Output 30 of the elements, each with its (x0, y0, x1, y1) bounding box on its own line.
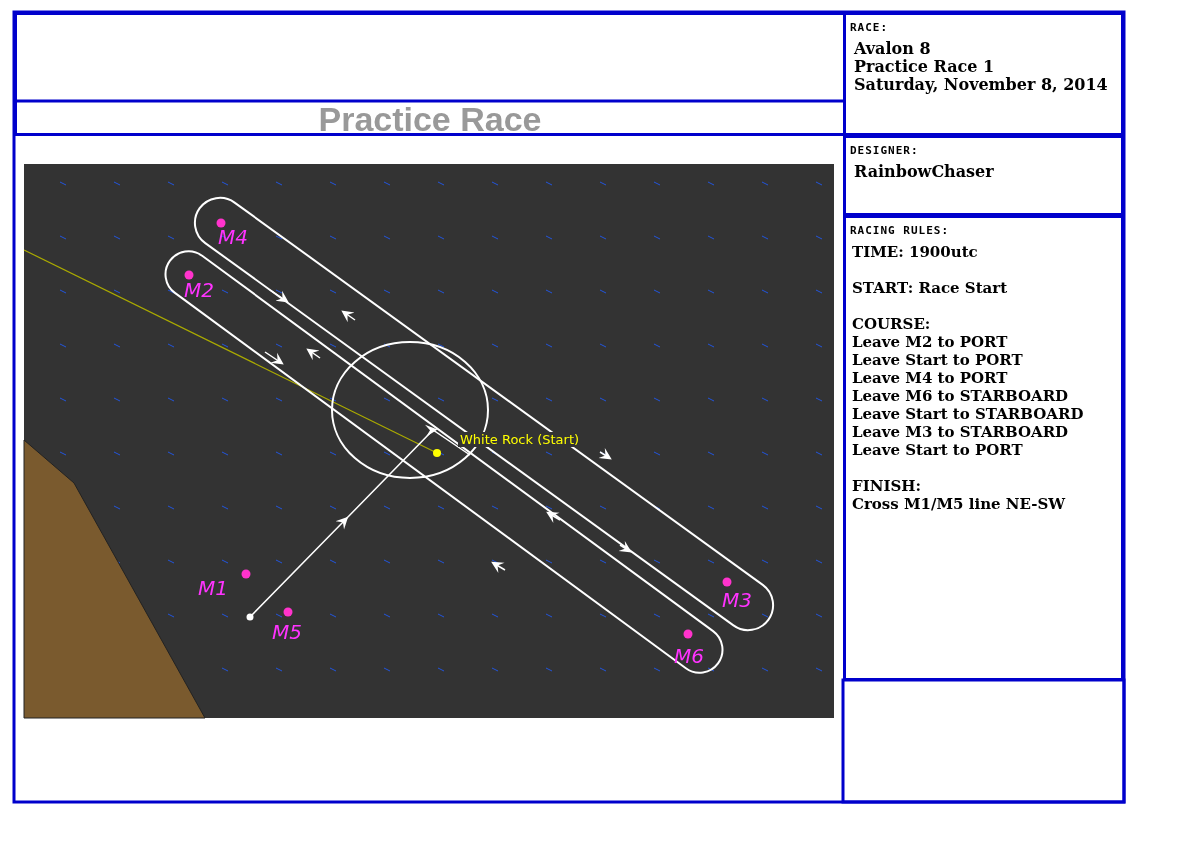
info-text: START: Race Start (852, 279, 1009, 297)
info-panel (843, 135, 1124, 216)
info-text: Leave M2 to PORT (852, 333, 1009, 351)
info-panel (843, 12, 1124, 136)
section-heading: DESIGNER: (850, 144, 920, 157)
mark-label: M3 (722, 588, 752, 612)
info-text: Leave M6 to STARBOARD (852, 387, 1070, 405)
info-text: COURSE: (852, 315, 932, 333)
info-text: Leave M4 to PORT (852, 369, 1009, 387)
info-panel (843, 215, 1124, 681)
info-text: Cross M1/M5 line NE-SW (852, 495, 1067, 513)
mark-label: M6 (674, 644, 704, 668)
info-text: FINISH: (852, 477, 922, 495)
info-text: Avalon 8 (854, 40, 932, 58)
info-text: Leave Start to PORT (852, 351, 1024, 369)
mark-label: M4 (218, 225, 248, 249)
info-text: Leave Start to PORT (852, 441, 1024, 459)
mark-label: M1 (198, 576, 228, 600)
info-text: Leave M3 to STARBOARD (852, 423, 1070, 441)
section-heading: RACE: (850, 21, 890, 34)
info-text: Practice Race 1 (854, 58, 996, 76)
info-text: RainbowChaser (854, 163, 995, 181)
info-text: Leave Start to STARBOARD (852, 405, 1085, 423)
section-heading: RACING RULES: (850, 224, 951, 237)
info-text: Saturday, November 8, 2014 (854, 76, 1109, 94)
title-text: Practice Race (317, 101, 543, 137)
info-text: TIME: 1900utc (852, 243, 979, 261)
mark-label: M5 (272, 620, 302, 644)
mark-label: M2 (184, 278, 214, 302)
title-panel (14, 12, 846, 136)
